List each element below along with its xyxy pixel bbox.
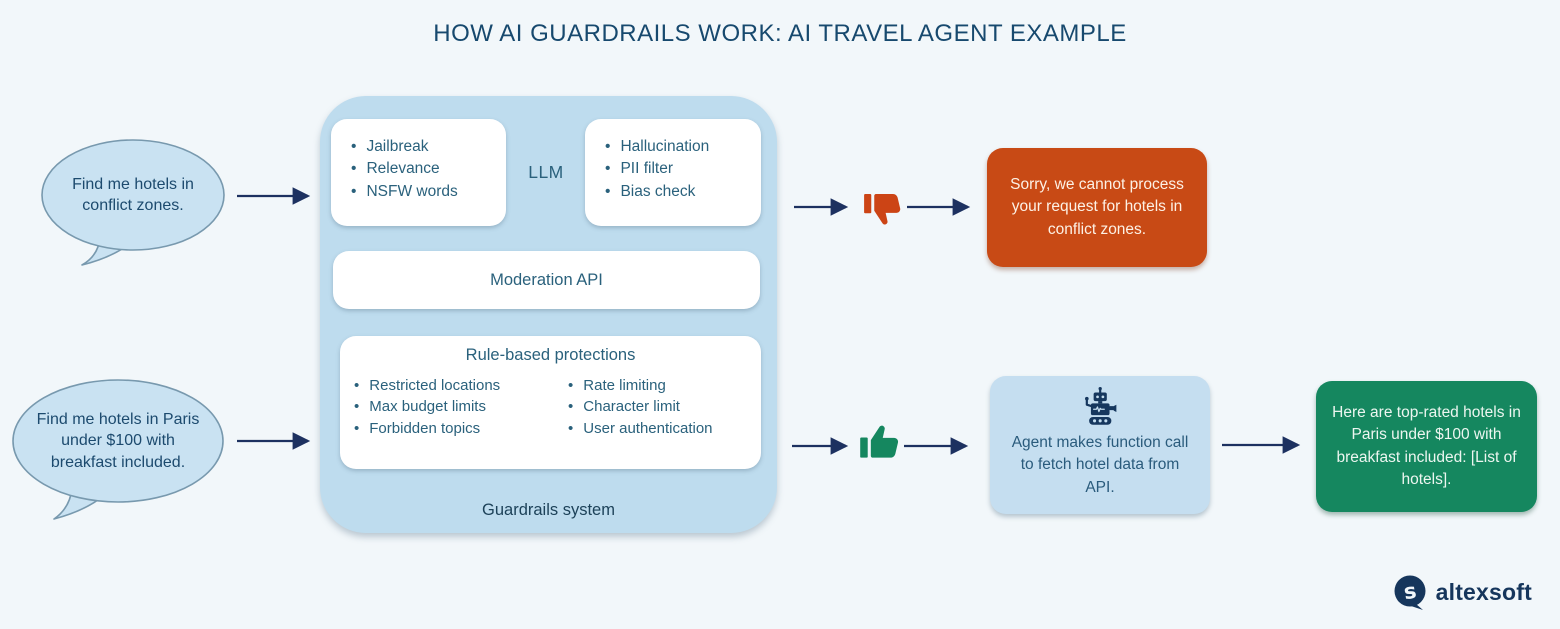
rule-based-protections-card: Rule-based protections Restricted locati… [340, 336, 761, 469]
output-filters-card: Hallucination PII filter Bias check [585, 119, 761, 226]
list-item: Rate limiting [568, 375, 713, 396]
list-item: Forbidden topics [354, 418, 562, 439]
guardrails-system-label: Guardrails system [482, 501, 615, 519]
list-item: Restricted locations [354, 375, 562, 396]
blocked-request-text: Find me hotels in conflict zones. [72, 175, 194, 214]
speech-bubble-shape [41, 139, 225, 266]
robot-icon [1085, 386, 1117, 425]
speech-bubble-shape [12, 379, 224, 520]
list-item: Character limit [568, 396, 713, 417]
list-item: Max budget limits [354, 396, 562, 417]
speech-bubble-blocked-request: Find me hotels in conflict zones. [38, 138, 228, 270]
altexsoft-wordmark: altexsoft [1435, 579, 1532, 605]
svg-text:s: s [1402, 579, 1418, 605]
guardrails-system-panel: Jailbreak Relevance NSFW words LLM Hallu… [320, 96, 777, 533]
list-item: Jailbreak [351, 136, 506, 158]
list-item: NSFW words [351, 181, 506, 203]
page-title: HOW AI GUARDRAILS WORK: AI TRAVEL AGENT … [433, 20, 1127, 47]
list-item: PII filter [605, 158, 761, 180]
llm-label: LLM [528, 162, 564, 182]
list-item: Bias check [605, 181, 761, 203]
input-filters-list: Jailbreak Relevance NSFW words [331, 119, 506, 203]
rule-based-column-1: Restricted locations Max budget limits F… [354, 375, 562, 439]
thumbs-up-icon [858, 421, 902, 470]
moderation-api-card: Moderation API [333, 251, 760, 309]
thumbs-down-icon [862, 187, 904, 234]
agent-action-text: Agent makes function call to fetch hotel… [1011, 433, 1189, 496]
valid-request-text: Find me hotels in Paris under $100 with … [36, 411, 200, 471]
success-response-box: Here are top-rated hotels in Paris under… [1316, 381, 1537, 512]
altexsoft-logo: s altexsoft [1392, 574, 1532, 611]
list-item: Relevance [351, 158, 506, 180]
rule-based-columns: Restricted locations Max budget limits F… [340, 365, 761, 439]
rejected-response-box: Sorry, we cannot process your request fo… [987, 148, 1207, 267]
output-filters-list: Hallucination PII filter Bias check [585, 119, 761, 203]
list-item: User authentication [568, 418, 712, 439]
list-item: Hallucination [605, 136, 761, 158]
rule-based-title: Rule-based protections [465, 346, 636, 364]
altexsoft-logo-mark: s [1394, 575, 1426, 610]
rule-based-column-2: Rate limiting Character limit User authe… [568, 375, 713, 439]
agent-action-box: Agent makes function call to fetch hotel… [990, 376, 1210, 514]
speech-bubble-valid-request: Find me hotels in Paris under $100 with … [8, 378, 228, 526]
input-filters-card: Jailbreak Relevance NSFW words [331, 119, 506, 226]
